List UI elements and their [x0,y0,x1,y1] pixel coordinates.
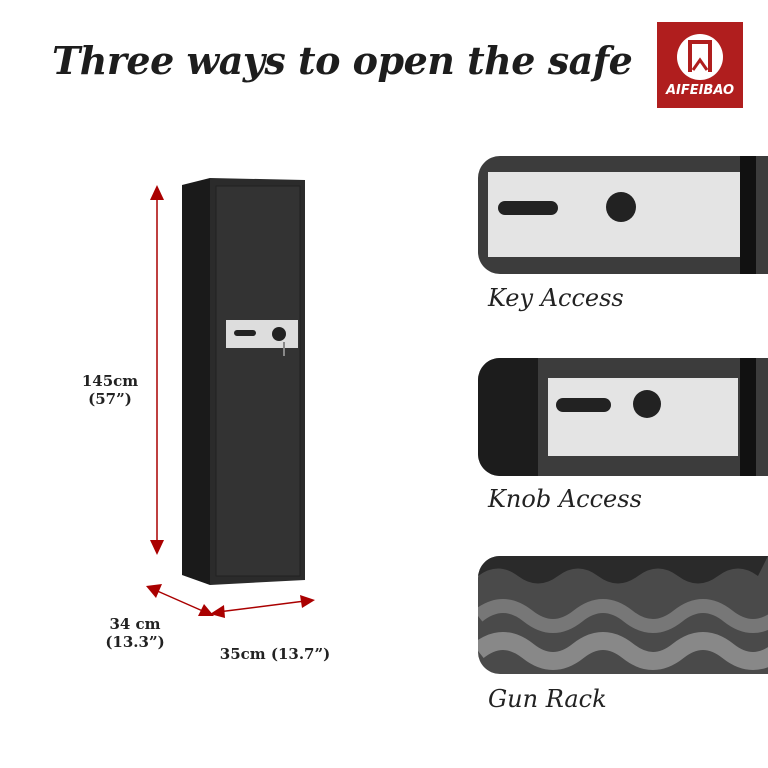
gun-rack-photo [478,556,768,674]
height-arrow [150,185,164,555]
brand-name: AIFEIBAO [665,83,735,98]
width-arrow [210,595,315,618]
feature-label: Knob Access [488,485,642,513]
key-access-photo [478,156,768,274]
height-label: 145cm (57”) [81,372,139,408]
width-label: 35cm (13.7”) [219,645,331,663]
knob-access-photo [478,358,768,476]
feature-label: Gun Rack [488,685,607,713]
page-title: Three ways to open the safe [52,38,633,83]
brand-logo: AIFEIBAO [657,22,743,108]
depth-arrow [146,584,214,616]
feature-label: Key Access [488,284,624,312]
depth-label: 34 cm (13.3”) [105,615,165,651]
